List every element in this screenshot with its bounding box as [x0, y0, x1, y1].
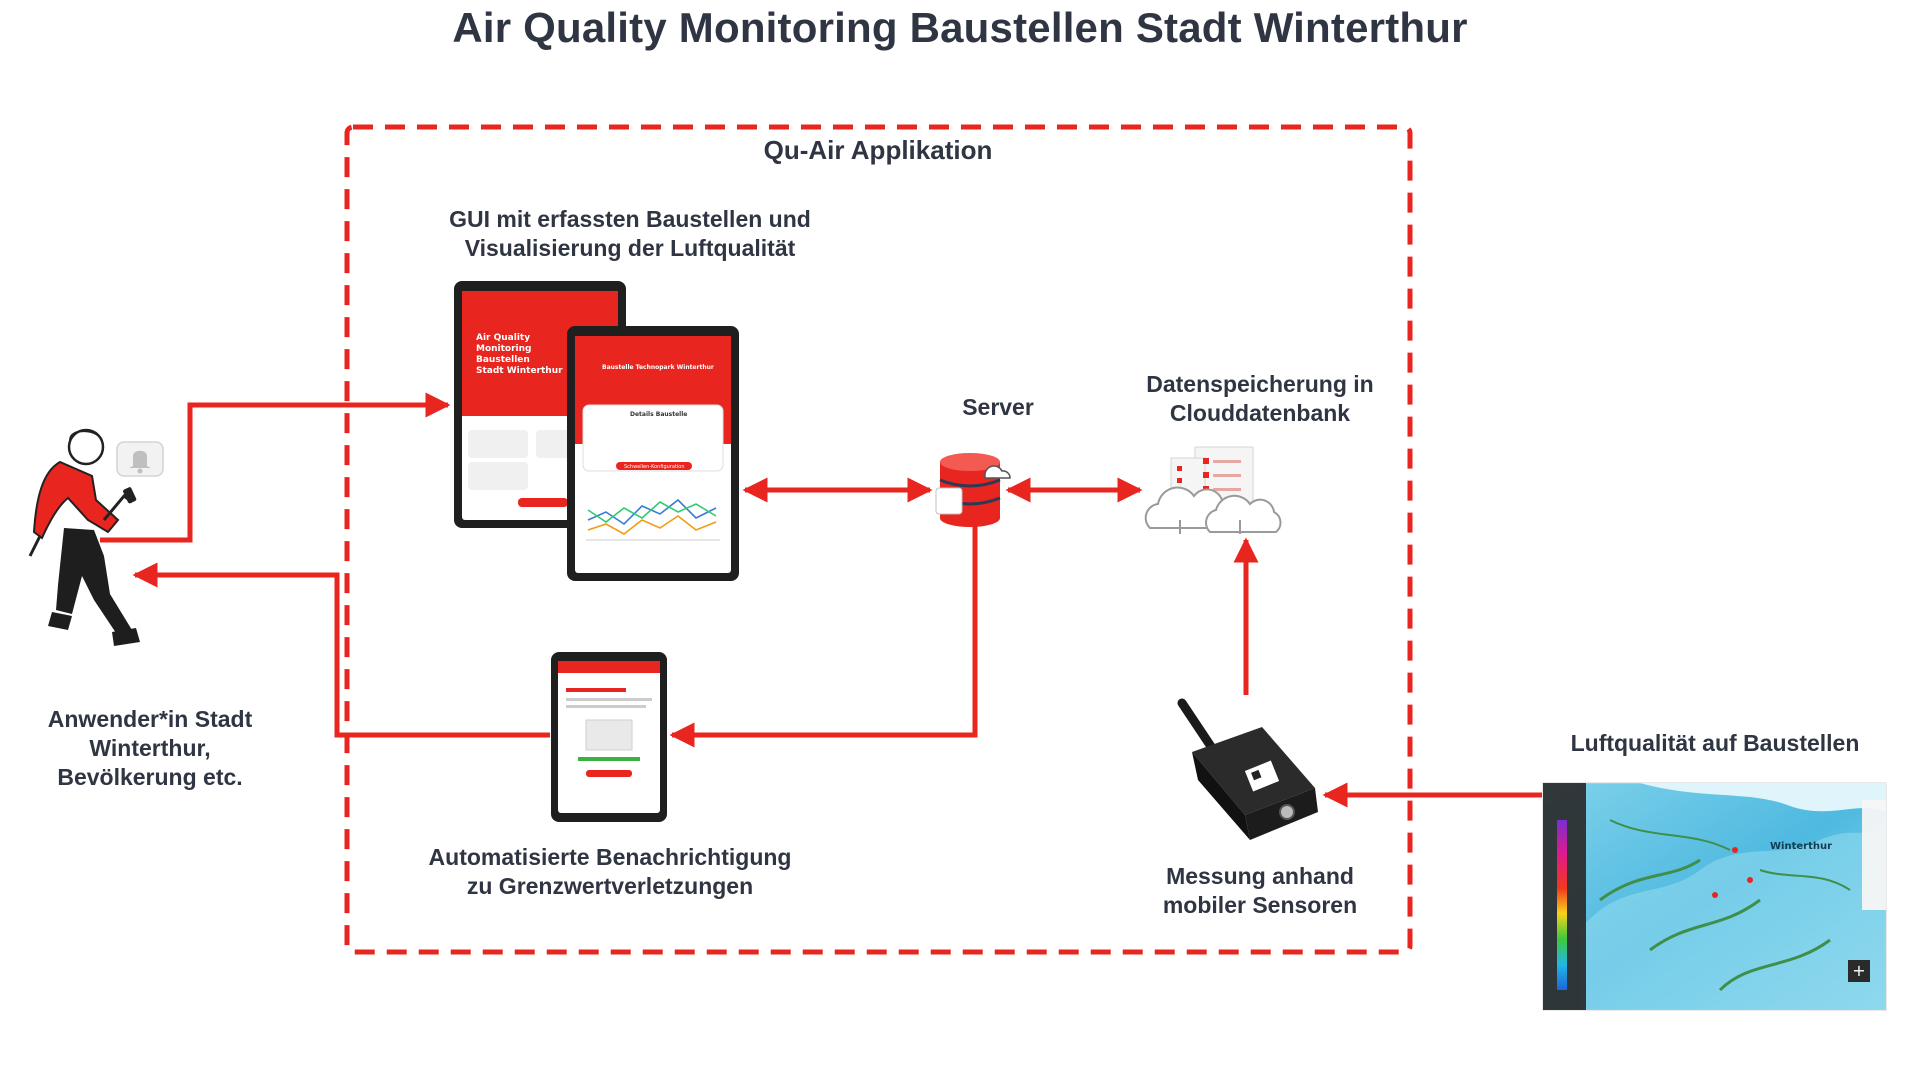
sensor-device-icon: [1177, 698, 1318, 840]
bell-icon: [116, 441, 164, 477]
gui-splash-line-4: Stadt Winterthur: [476, 366, 563, 376]
user-label-line-2: Winterthur,: [89, 735, 211, 761]
gui-screen2-card-title: Details Baustelle: [630, 411, 687, 418]
gui-splash-text: Air Quality Monitoring Baustellen Stadt …: [476, 333, 563, 376]
map-place-label: Winterthur: [1770, 841, 1832, 852]
notify-label: Automatisierte Benachrichtigung zu Grenz…: [380, 843, 840, 901]
page-title: Air Quality Monitoring Baustellen Stadt …: [452, 4, 1468, 51]
database-icon: [935, 453, 1011, 527]
arrow-server-to-notify: [669, 520, 978, 748]
cloud-database-icon: [1144, 446, 1282, 534]
cloud-label-line-2: Clouddatenbank: [1169, 400, 1351, 426]
group-label: Qu-Air Applikation: [763, 135, 993, 165]
user-label-line-1: Anwender*in Stadt: [47, 706, 253, 732]
gui-screen2-button: Schwellen-Konfiguration: [624, 464, 685, 470]
gui-splash-line-3: Baustellen: [476, 355, 530, 365]
server-label: Server: [962, 394, 1034, 420]
notify-label-line-1: Automatisierte Benachrichtigung: [428, 844, 792, 870]
map-icon: +: [1542, 782, 1887, 1011]
gui-splash-line-1: Air Quality: [476, 333, 530, 343]
gui-screen2-header: Baustelle Technopark Winterthur: [602, 364, 714, 371]
sensor-label-line-1: Messung anhand: [1166, 863, 1354, 889]
sensor-label: Messung anhand mobiler Sensoren: [1100, 862, 1420, 920]
gui-splash-line-2: Monitoring: [476, 344, 532, 354]
user-label: Anwender*in Stadt Winterthur, Bevölkerun…: [10, 705, 290, 792]
gui-label: GUI mit erfassten Baustellen und Visuali…: [400, 205, 860, 263]
cloud-label-line-1: Datenspeicherung in: [1146, 371, 1374, 397]
arrow-user-to-gui: [100, 392, 451, 543]
notification-phone-icon: [551, 652, 667, 822]
tablet-icon: [454, 281, 739, 581]
gui-label-line-2: Visualisierung der Luftqualität: [464, 235, 796, 261]
notify-label-line-2: zu Grenzwertverletzungen: [466, 873, 754, 899]
arrow-notify-to-user: [132, 562, 550, 738]
cloud-label: Datenspeicherung in Clouddatenbank: [1100, 370, 1420, 428]
group-boundary: [344, 124, 1413, 955]
air-quality-label: Luftqualität auf Baustellen: [1570, 730, 1860, 756]
gui-label-line-1: GUI mit erfassten Baustellen und: [449, 206, 811, 232]
svg-text:+: +: [1852, 961, 1865, 980]
sensor-label-line-2: mobiler Sensoren: [1162, 892, 1358, 918]
person-walking-icon: [28, 428, 140, 646]
user-label-line-3: Bevölkerung etc.: [57, 764, 243, 790]
